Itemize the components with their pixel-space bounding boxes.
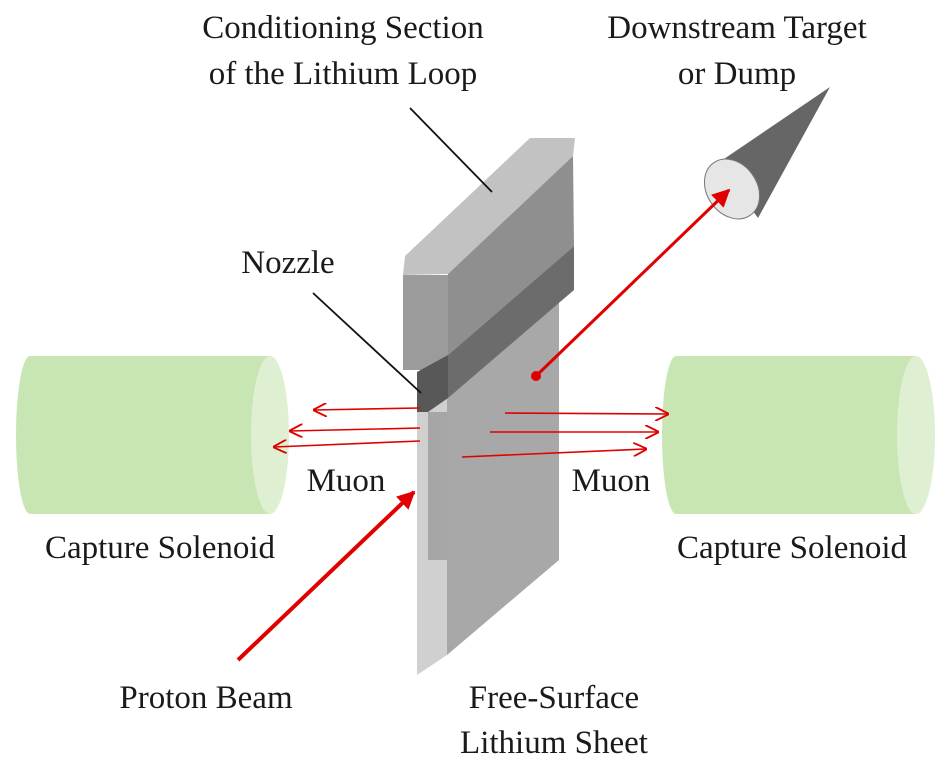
proton-beam-label: Proton Beam	[119, 680, 293, 716]
downstream-beam-arrow	[531, 188, 731, 381]
proton-beam-arrow	[236, 490, 416, 662]
conditioning-label-line1: Conditioning Section	[202, 10, 483, 46]
nozzle	[417, 246, 574, 412]
conditioning-block	[403, 138, 575, 370]
capture-solenoid-label-right: Capture Solenoid	[677, 530, 908, 566]
muon-label-left: Muon	[307, 463, 386, 499]
downstream-label-line2: or Dump	[678, 56, 796, 92]
capture-solenoid-left	[16, 356, 289, 514]
leader-line-nozzle	[312, 292, 422, 394]
downstream-label-line1: Downstream Target	[607, 10, 867, 46]
capture-solenoid-label-left: Capture Solenoid	[45, 530, 276, 566]
lithium-sheet-label-line1: Free-Surface	[469, 680, 639, 716]
muon-arrows-left	[274, 408, 421, 447]
leader-line-conditioning	[409, 107, 493, 193]
lithium-sheet-label-line2: Lithium Sheet	[460, 725, 648, 761]
muon-label-right: Muon	[572, 463, 651, 499]
conditioning-label-line2: of the Lithium Loop	[209, 56, 478, 92]
capture-solenoid-right	[662, 356, 935, 514]
muon-arrows-right	[461, 413, 668, 458]
downstream-cone	[703, 87, 830, 220]
lithium-sheet	[417, 300, 559, 675]
nozzle-label: Nozzle	[241, 245, 334, 281]
